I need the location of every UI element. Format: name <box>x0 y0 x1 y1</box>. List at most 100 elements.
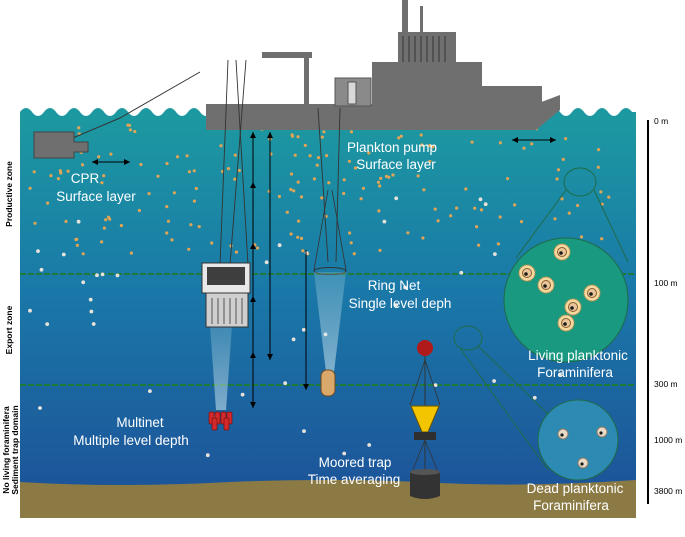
particle <box>455 206 459 210</box>
dead-foram-center <box>580 462 584 466</box>
particle <box>56 177 61 181</box>
particle <box>367 151 371 155</box>
particle <box>156 174 160 178</box>
cpr-label-2: Surface layer <box>56 189 136 204</box>
particle <box>421 236 425 240</box>
net-wires <box>219 59 341 266</box>
particle <box>560 197 564 201</box>
particle <box>492 379 496 383</box>
particle <box>599 190 603 194</box>
particle <box>498 141 502 145</box>
particle <box>100 240 104 244</box>
particle <box>327 181 331 185</box>
particle <box>403 285 407 290</box>
particle <box>119 223 123 228</box>
particle <box>342 191 346 196</box>
living-foram-center <box>570 306 574 310</box>
label-moored: Moored trap Time averaging <box>308 455 401 487</box>
particle <box>95 273 99 278</box>
particle <box>379 176 383 180</box>
ship-windows <box>402 36 446 62</box>
particle <box>433 207 437 211</box>
particle <box>576 203 580 208</box>
particle <box>289 187 293 192</box>
zone-trap-1: No living foraminifera <box>1 406 11 494</box>
particle <box>88 297 93 302</box>
particle <box>406 231 410 235</box>
particle <box>77 126 81 130</box>
multinet-label-2: Multiple level depth <box>73 433 189 448</box>
depth-arrows <box>252 132 307 408</box>
living-foram-center <box>563 322 567 326</box>
particle <box>297 219 301 223</box>
particle <box>532 395 537 400</box>
particle <box>32 170 36 174</box>
particle <box>464 187 468 191</box>
particle <box>81 252 85 256</box>
particle <box>428 143 432 148</box>
dead-label-1: Dead planktonic <box>527 481 624 496</box>
particle <box>607 195 611 199</box>
living-foram-callout <box>503 167 629 363</box>
particle <box>436 219 440 223</box>
particle <box>75 243 79 247</box>
pump-label-1: Plankton pump <box>347 140 437 155</box>
particle <box>187 247 191 251</box>
label-dead: Dead planktonic Foraminifera <box>527 481 624 513</box>
particle <box>316 156 321 160</box>
particle <box>289 172 294 176</box>
particle <box>165 231 169 235</box>
particle <box>61 252 66 257</box>
particle <box>519 220 524 224</box>
particle <box>359 197 363 201</box>
particle <box>382 219 387 224</box>
particle <box>292 189 296 193</box>
living-label-1: Living planktonic <box>528 348 628 363</box>
particle <box>493 252 497 256</box>
particle <box>483 202 488 207</box>
particle <box>384 174 389 178</box>
particle <box>496 242 500 246</box>
particle <box>33 221 37 225</box>
particle <box>530 142 534 146</box>
particle <box>322 130 326 134</box>
label-cpr: CPR Surface layer <box>56 171 136 204</box>
particle <box>304 251 309 255</box>
pump-label-2: Surface layer <box>356 157 436 172</box>
moored-label-1: Moored trap <box>319 455 392 470</box>
particle <box>556 168 561 172</box>
particle <box>81 280 86 285</box>
particle <box>264 260 269 265</box>
depth-300: 300 m <box>654 379 678 389</box>
particle <box>376 180 381 184</box>
particle <box>378 184 382 188</box>
particle <box>473 206 477 210</box>
particle <box>165 205 169 209</box>
particle <box>240 392 245 397</box>
particle <box>567 211 571 215</box>
living-foram-center <box>543 284 547 288</box>
label-ring: Ring Net Single level deph <box>349 278 452 311</box>
depth-100: 100 m <box>654 278 678 288</box>
ring-net <box>313 189 347 397</box>
living-label-2: Foraminifera <box>537 365 613 380</box>
particle <box>477 243 481 247</box>
particle <box>285 210 289 214</box>
particle <box>45 322 50 326</box>
particle <box>478 197 483 202</box>
multinet-label-1: Multinet <box>116 415 164 430</box>
particle <box>66 169 70 173</box>
particle <box>301 249 305 253</box>
particle <box>433 383 438 387</box>
particle <box>129 251 133 255</box>
particle <box>106 215 111 219</box>
particle <box>233 153 237 157</box>
particle <box>312 177 316 181</box>
particle <box>416 174 420 178</box>
cpr-label-1: CPR <box>71 171 100 186</box>
particle <box>293 153 297 157</box>
particle <box>210 241 214 245</box>
living-foram-center <box>524 272 528 276</box>
particle <box>353 166 358 170</box>
